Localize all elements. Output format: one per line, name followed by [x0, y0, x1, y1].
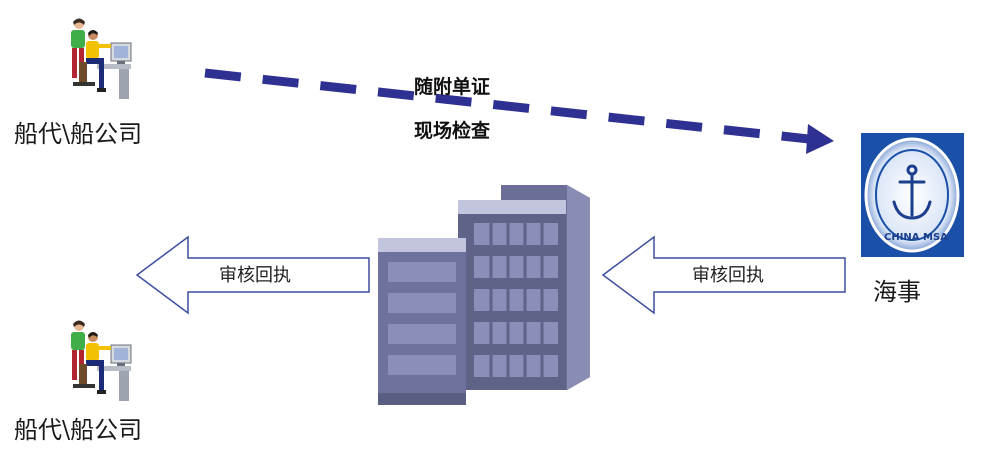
msa-logo: CHINA MSA	[861, 133, 964, 257]
server-building-icon	[378, 185, 590, 405]
anchor-icon	[892, 164, 932, 220]
computer-user-icon	[71, 320, 132, 401]
msa-logo-text: CHINA MSA	[884, 232, 948, 243]
dashed-flow-arrow	[204, 68, 823, 145]
computer-user-icon	[71, 18, 132, 99]
receipt-label-right: 审核回执	[692, 265, 764, 286]
dashed-label-documents: 随附单证	[414, 75, 490, 98]
receipt-label-left: 审核回执	[219, 265, 291, 286]
dashed-label-inspection: 现场检查	[414, 119, 491, 142]
msa-label: 海事	[873, 278, 921, 306]
top-company-label: 船代\船公司	[14, 120, 142, 148]
bottom-company-label: 船代\船公司	[14, 416, 142, 444]
receipt-arrow-left	[135, 235, 370, 315]
receipt-arrow-right	[601, 235, 846, 315]
dashed-arrow-head	[806, 124, 834, 154]
